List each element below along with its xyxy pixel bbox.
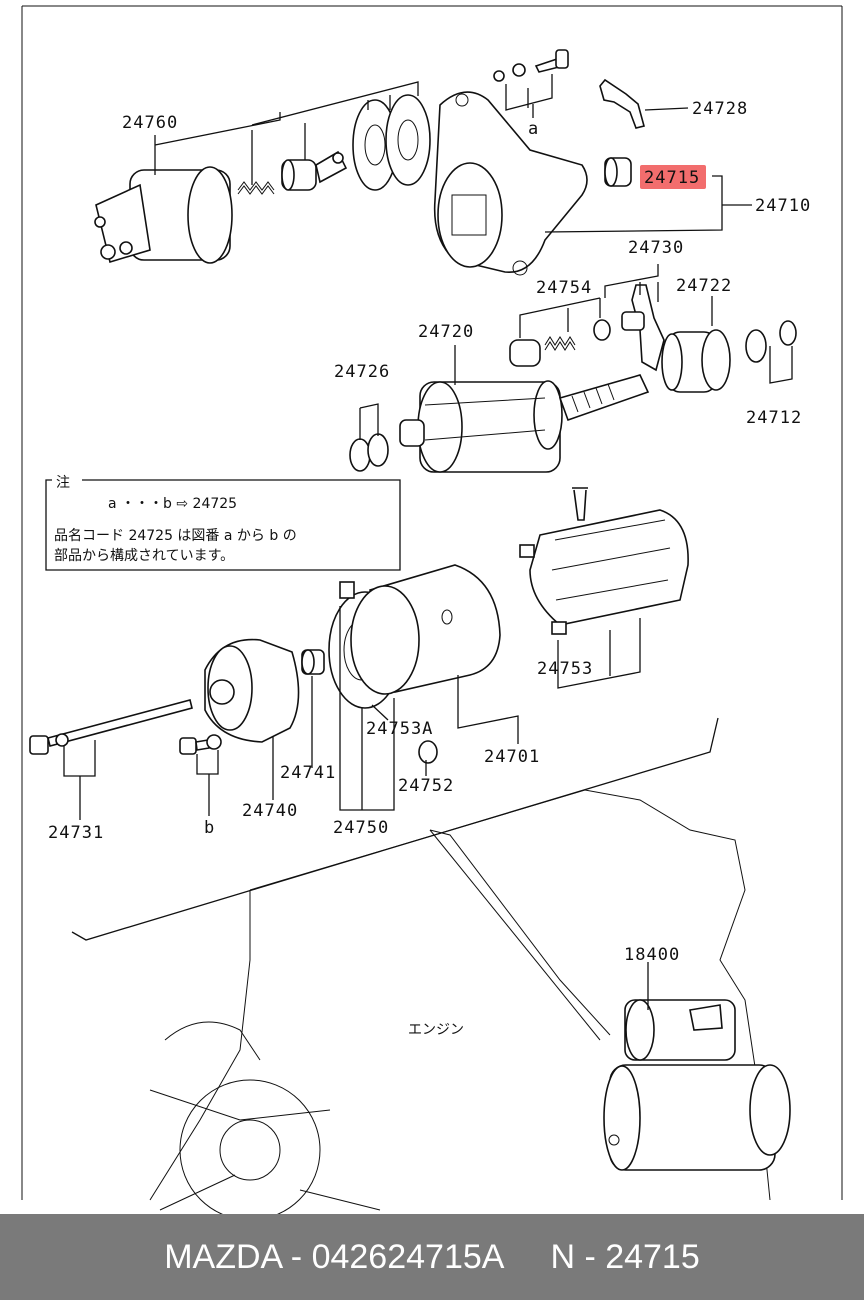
label-24753: 24753 bbox=[537, 659, 593, 679]
label-24760: 24760 bbox=[122, 113, 178, 133]
label-engine: エンジン bbox=[408, 1022, 464, 1038]
label-24710: 24710 bbox=[755, 196, 811, 216]
label-24728: 24728 bbox=[692, 99, 748, 119]
pinion-clutch-24722 bbox=[661, 329, 731, 393]
label-18400: 18400 bbox=[624, 945, 680, 965]
bush-24741 bbox=[301, 649, 325, 675]
solenoid-24760 bbox=[94, 166, 233, 264]
through-bolt-24731 bbox=[29, 699, 193, 755]
label-24740: 24740 bbox=[242, 801, 298, 821]
label-24726: 24726 bbox=[334, 362, 390, 382]
armature-24720 bbox=[399, 374, 650, 473]
label-24731: 24731 bbox=[48, 823, 104, 843]
label-24715-highlight bbox=[640, 165, 706, 189]
parts-diagram: 注 a ・・・b ⇨ 24725 品名コード 24725 は図番 a から b … bbox=[21, 5, 843, 1214]
starter-assembly-18400 bbox=[603, 999, 791, 1171]
washer-24752 bbox=[418, 740, 438, 764]
shift-lever-24730 bbox=[621, 284, 665, 372]
spring-plunger bbox=[237, 150, 348, 195]
bracket-24728 bbox=[599, 78, 645, 129]
label-24712: 24712 bbox=[746, 408, 802, 428]
gasket-plates bbox=[352, 94, 431, 191]
footer-oem-number: MAZDA - 042624715A bbox=[164, 1237, 505, 1276]
label-24701: 24701 bbox=[484, 747, 540, 767]
stop-ring-24712 bbox=[745, 320, 797, 363]
brushes-24753 bbox=[519, 487, 689, 635]
label-24753A: 24753A bbox=[366, 719, 433, 739]
part-labels: 24760 a 24728 24715 24710 24730 24754 24… bbox=[48, 99, 811, 1038]
note-title: 注 bbox=[56, 475, 70, 491]
screws-b bbox=[179, 734, 222, 755]
springs-24754 bbox=[509, 319, 611, 367]
rear-cover-24740 bbox=[204, 638, 300, 743]
label-24750: 24750 bbox=[333, 818, 389, 838]
bush-24715 bbox=[604, 157, 632, 187]
drive-housing-24710 bbox=[433, 91, 588, 276]
label-24730: 24730 bbox=[628, 238, 684, 258]
label-24754: 24754 bbox=[536, 278, 592, 298]
footer-part-code: N - 24715 bbox=[550, 1237, 700, 1276]
label-24741: 24741 bbox=[280, 763, 336, 783]
part-number-footer: MAZDA - 042624715A N - 24715 bbox=[0, 1214, 864, 1300]
label-b: b bbox=[204, 818, 215, 838]
note-line-1: a ・・・b ⇨ 24725 bbox=[108, 496, 237, 512]
label-24720: 24720 bbox=[418, 322, 474, 342]
label-24752: 24752 bbox=[398, 776, 454, 796]
label-24715: 24715 bbox=[644, 168, 700, 188]
label-24722: 24722 bbox=[676, 276, 732, 296]
note-line-3: 部品から構成されています。 bbox=[54, 548, 234, 564]
note-box: 注 a ・・・b ⇨ 24725 品名コード 24725 は図番 a から b … bbox=[45, 475, 401, 571]
yoke-24701 bbox=[350, 564, 501, 695]
diagram-svg: 注 a ・・・b ⇨ 24725 品名コード 24725 は図番 a から b … bbox=[21, 5, 843, 1214]
engine-sketch bbox=[149, 789, 771, 1214]
washers-24726 bbox=[349, 433, 389, 472]
label-a: a bbox=[528, 119, 539, 139]
leader-lines bbox=[63, 74, 793, 1010]
screws-a bbox=[493, 49, 569, 82]
note-line-2: 品名コード 24725 は図番 a から b の bbox=[54, 528, 297, 544]
